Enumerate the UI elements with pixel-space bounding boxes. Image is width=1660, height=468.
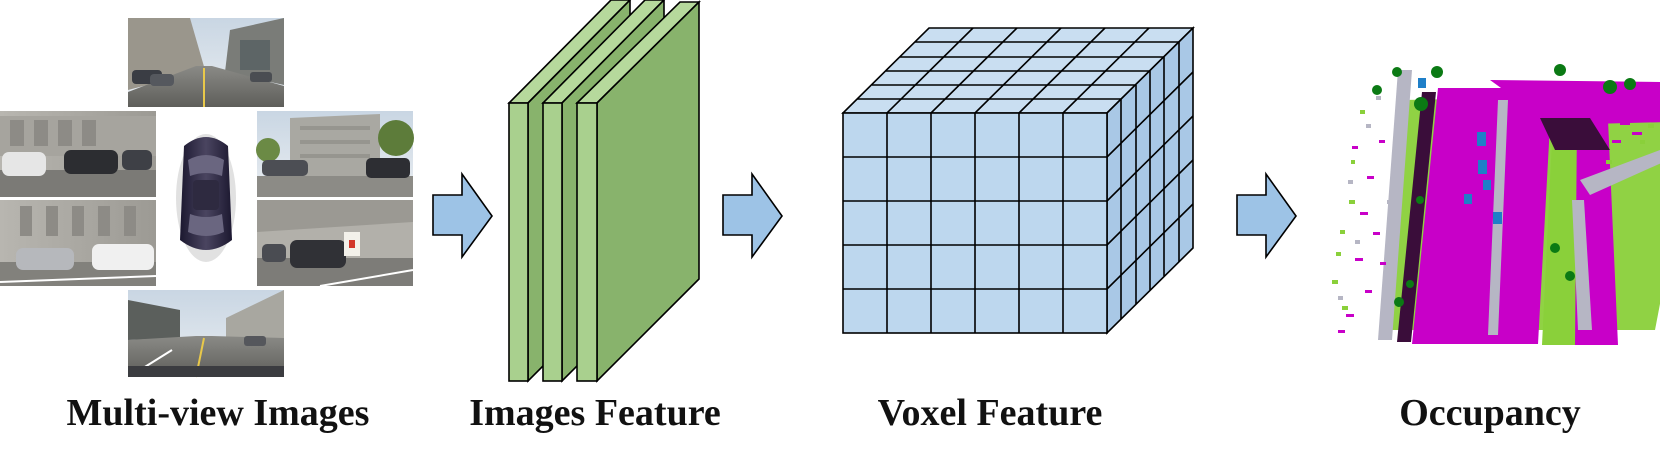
occupancy-trees — [1372, 64, 1636, 307]
image-feature-stack — [507, 0, 701, 383]
image-feature-label: Images Feature — [469, 392, 721, 434]
feature-map-3 — [575, 0, 701, 383]
occupancy-map — [1332, 64, 1660, 345]
occupancy-building — [1378, 70, 1412, 340]
occupancy-road — [1412, 88, 1552, 344]
back-right-camera-view — [257, 200, 414, 287]
voxel-feature-cube — [841, 26, 1195, 335]
process-arrow-icon — [1236, 171, 1297, 260]
back-left-camera-view — [0, 200, 157, 286]
front-left-camera-view — [0, 111, 156, 197]
occupancy-label: Occupancy — [1399, 392, 1581, 434]
front-right-camera-view — [256, 111, 414, 197]
multiview-images — [0, 18, 414, 378]
multiview-images-label: Multi-view Images — [66, 392, 370, 434]
voxel-feature-label: Voxel Feature — [877, 392, 1103, 434]
front-camera-view — [128, 18, 284, 107]
back-camera-view — [128, 290, 284, 378]
occupancy-vehicles — [1418, 78, 1502, 224]
process-arrow-icon — [722, 171, 783, 260]
process-arrow-icon — [432, 171, 493, 260]
occupancy-left-scatter — [1332, 96, 1392, 333]
car-top-view-icon — [156, 111, 256, 286]
